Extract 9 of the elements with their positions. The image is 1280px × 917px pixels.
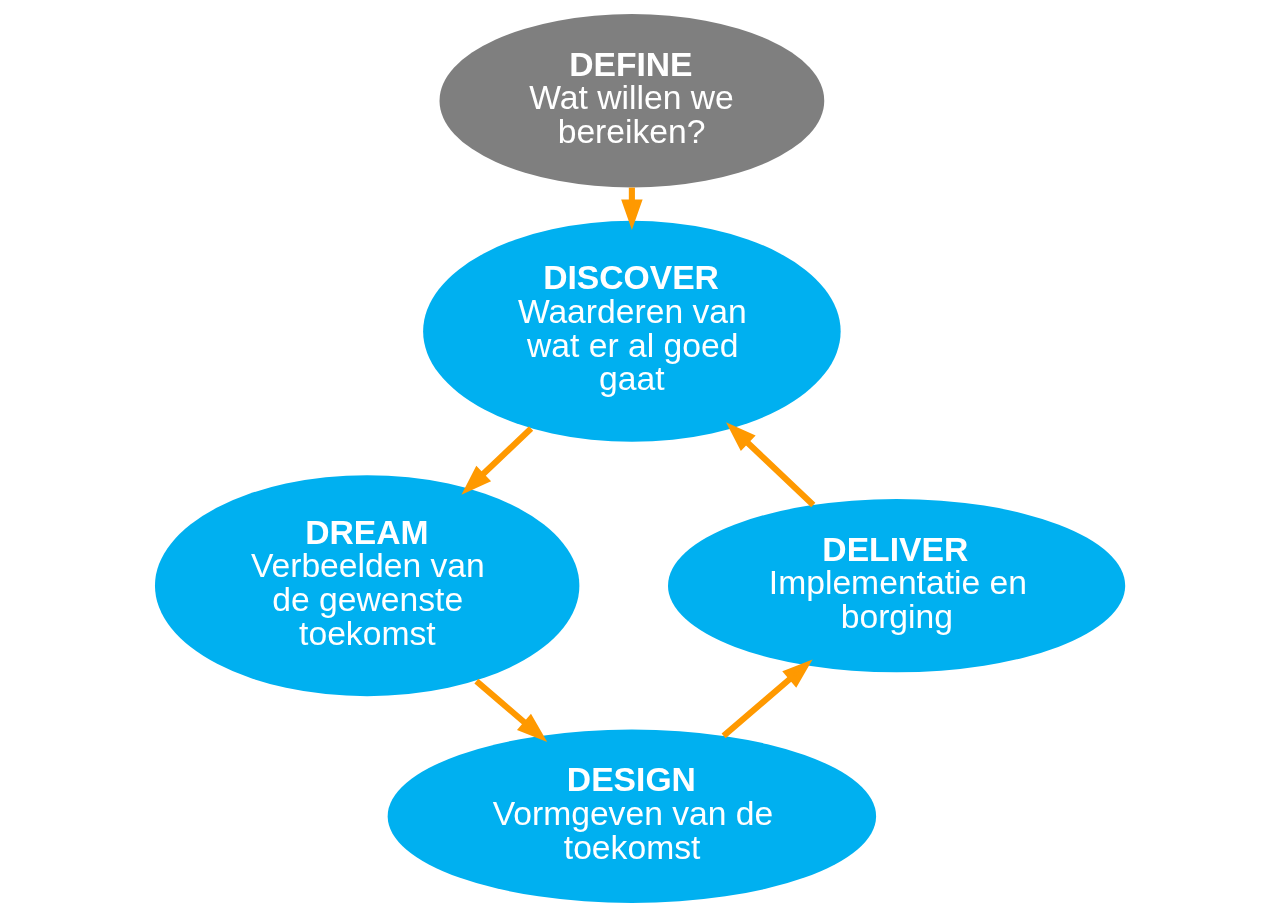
arrow xyxy=(461,426,534,495)
arrow xyxy=(721,659,813,739)
arrow xyxy=(474,678,548,742)
arrow xyxy=(726,422,816,508)
node-ellipse: DISCOVER Waarderen van wat er al goed gaat xyxy=(423,220,841,442)
node-ellipse: DREAM Verbeelden van de gewenste toekomst xyxy=(154,475,580,697)
node-ellipse: DEFINE Wat willen we bereiken? xyxy=(439,14,825,188)
node-ellipse: DESIGN Vormgeven van de toekomst xyxy=(387,729,877,903)
node-ellipse: DELIVER Implementatie en borging xyxy=(668,499,1126,673)
